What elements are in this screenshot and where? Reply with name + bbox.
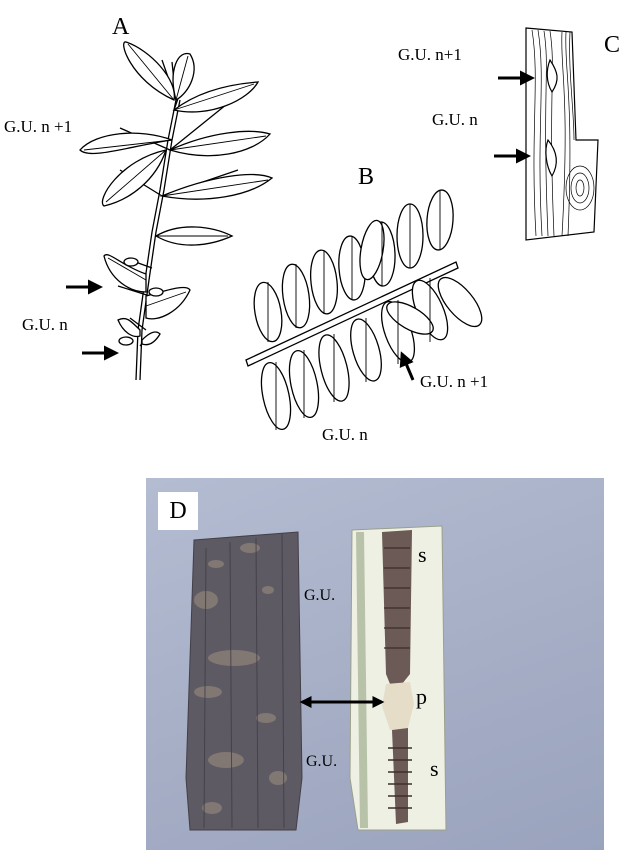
panel-b-compound-leaf-drawing [245, 189, 483, 431]
panel-c-lower-label: G.U. n [432, 110, 478, 129]
line-drawings [66, 27, 599, 431]
panel-c-letter: C [604, 32, 621, 58]
panel-b-lower-label: G.U. n [322, 425, 368, 444]
panel-a-upper-label: G.U. n +1 [4, 117, 73, 136]
panel-d-p-label: p [416, 684, 427, 709]
panel-d-specimens [185, 525, 447, 831]
panel-c-stem-section-drawing [525, 27, 599, 241]
panel-d-s-lower-label: s [430, 756, 439, 781]
panel-a-lower-label: G.U. n [22, 315, 68, 334]
panel-d-letter: D [158, 492, 198, 530]
panel-b-letter: B [358, 164, 375, 190]
panel-d-s-upper-label: s [418, 542, 427, 567]
panel-b-upper-label: G.U. n +1 [420, 372, 489, 391]
panel-b-arrow [399, 351, 415, 381]
panel-d-gu-lower-label: G.U. [306, 753, 338, 770]
panel-c-upper-label: G.U. n+1 [398, 45, 462, 64]
panel-d-photo: D G.U. G.U. s p s [146, 478, 604, 850]
panel-a-letter: A [112, 14, 130, 40]
panel-d-gu-upper-label: G.U. [304, 587, 336, 604]
